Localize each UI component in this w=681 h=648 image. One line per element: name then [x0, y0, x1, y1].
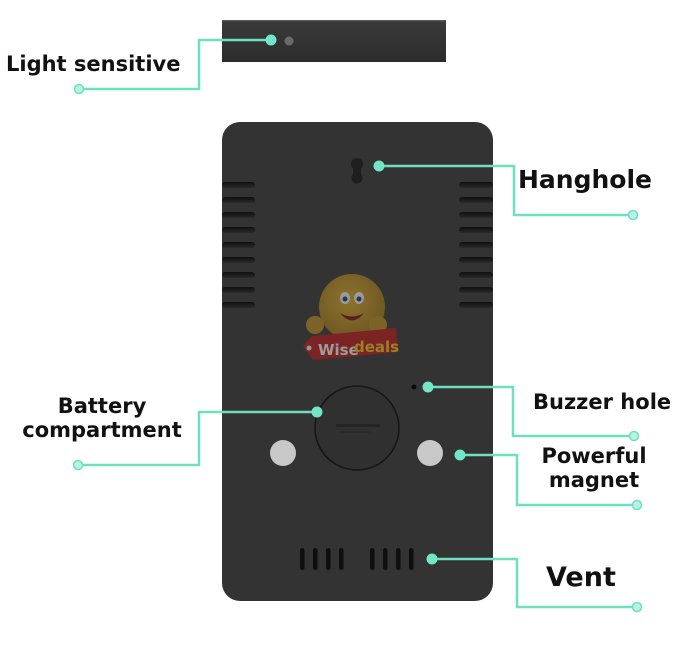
label-battery-line1: Battery: [57, 394, 147, 418]
label-powerful-magnet: Powerful magnet: [527, 444, 661, 492]
left-magnet-icon: [270, 440, 296, 466]
label-vent: Vent: [546, 562, 616, 593]
right-magnet-icon: [417, 440, 443, 466]
label-buzzer-hole: Buzzer hole: [533, 390, 672, 414]
svg-text:deals: deals: [354, 338, 399, 356]
connector-hanghole: [379, 164, 633, 217]
connector-light-sensitive: [79, 38, 271, 91]
buzzer-hole-icon: [411, 384, 417, 390]
label-magnet-line1: Powerful: [541, 444, 647, 468]
label-light-sensitive: Light sensitive: [6, 52, 181, 76]
svg-text:Wise: Wise: [318, 341, 359, 359]
label-battery-compartment: Battery compartment: [14, 394, 190, 442]
light-sensor-icon: [284, 36, 294, 46]
label-hanghole: Hanghole: [518, 165, 652, 194]
device-back-view: Wise deals: [222, 122, 493, 601]
connector-dots: [72, 34, 643, 613]
connector-battery: [78, 410, 317, 467]
hanghole-icon: [351, 158, 363, 184]
label-battery-line2: compartment: [22, 418, 182, 443]
connector-buzzer: [428, 385, 634, 438]
left-side-vent: [222, 182, 255, 308]
connector-vent: [432, 557, 637, 609]
wisedeals-watermark-logo: Wise deals: [303, 274, 399, 360]
callout-connectors: [78, 38, 637, 609]
battery-compartment-cover: [314, 385, 400, 471]
right-side-vent: [459, 182, 493, 308]
bottom-vent: [300, 548, 414, 570]
label-magnet-line2: magnet: [548, 468, 640, 493]
connector-magnet: [460, 453, 637, 507]
